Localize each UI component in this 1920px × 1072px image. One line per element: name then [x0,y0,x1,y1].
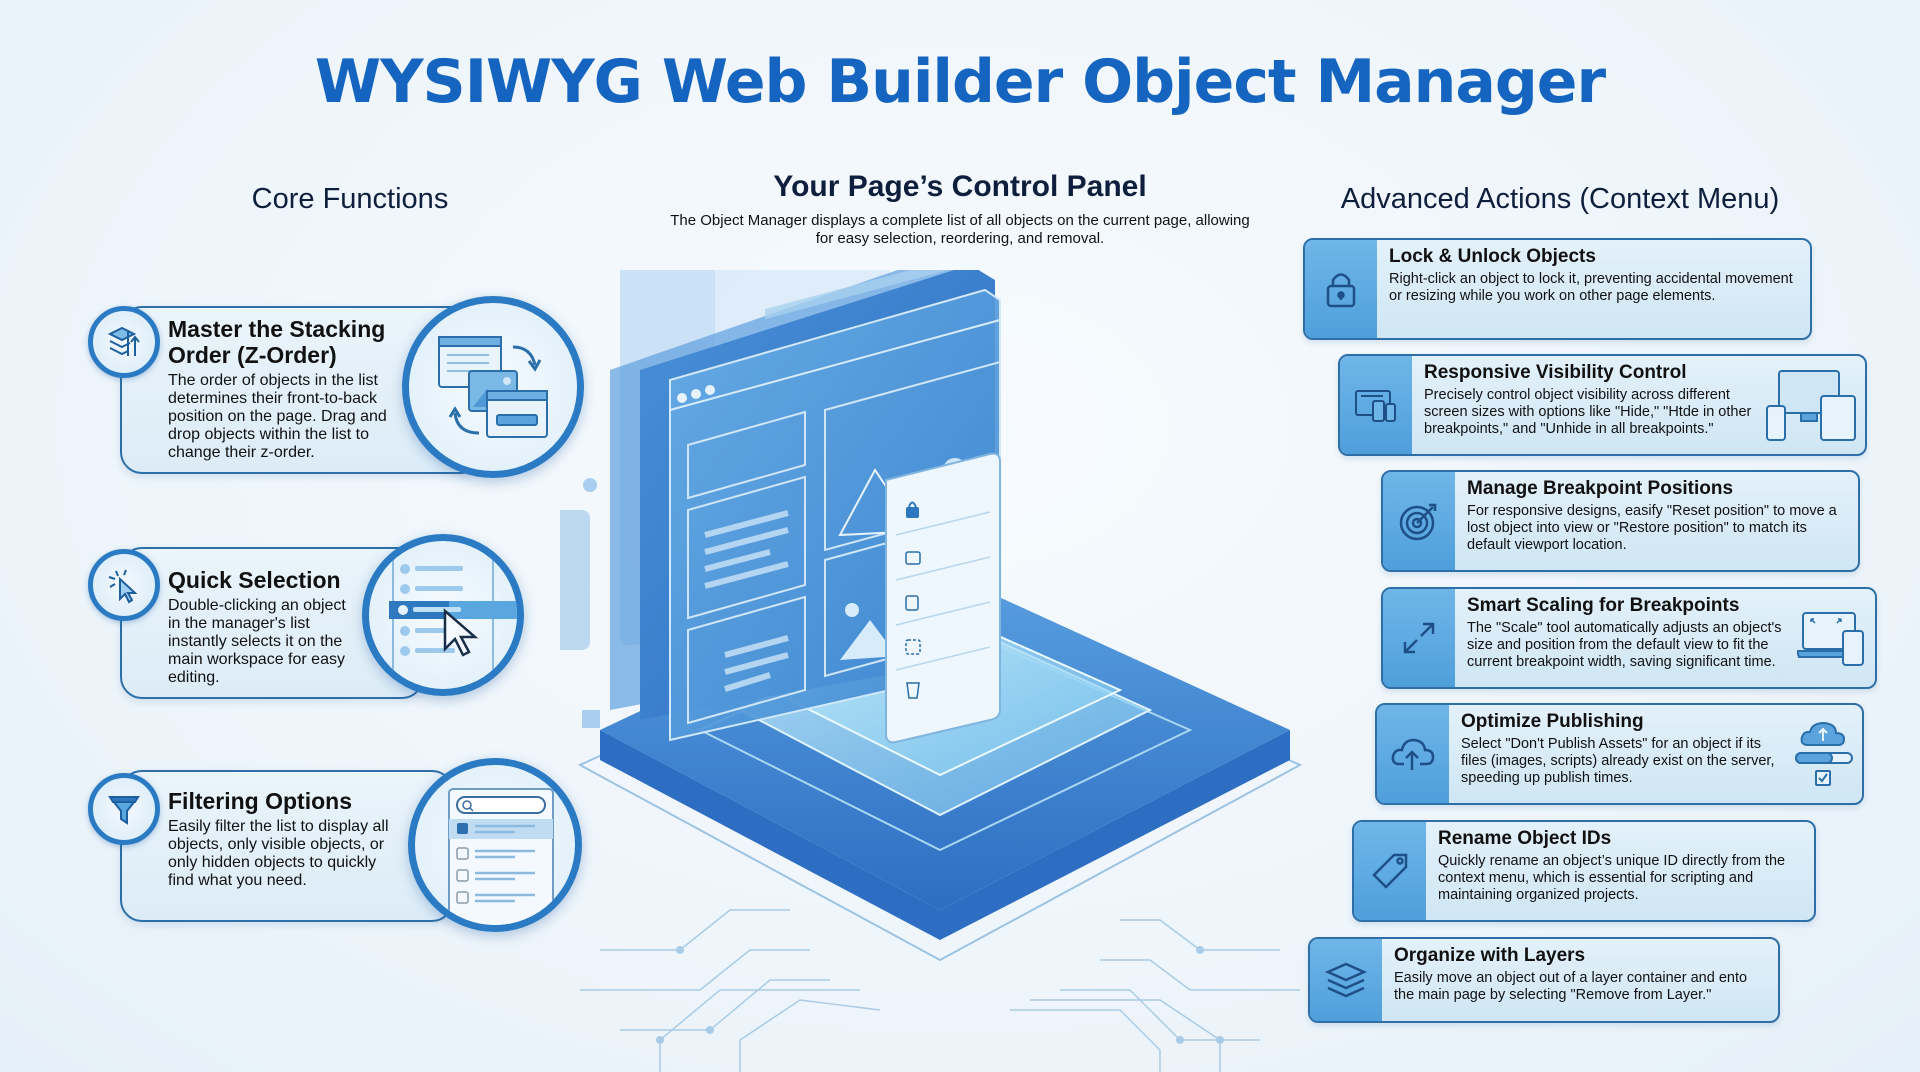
layers-reorder-icon [88,306,160,378]
context-menu-illustration [885,452,1001,744]
core-functions-heading: Core Functions [251,183,449,215]
card-title: Optimize Publishing [1461,711,1644,732]
expand-arrows-icon [1383,589,1455,687]
card-description: Easily move an object out of a layer con… [1394,970,1748,1003]
card-description: The "Scale" tool automatically adjusts a… [1467,620,1782,670]
card-description: Double-clicking an object in the manager… [168,597,346,686]
card-title: Master the Stacking Order (Z-Order) [168,316,386,368]
target-icon [1383,472,1455,570]
advanced-actions-heading: Advanced Actions (Context Menu) [1340,183,1780,215]
card-title: Responsive Visibility Control [1424,362,1687,383]
control-panel-description: The Object Manager displays a complete l… [670,212,1250,247]
action-card-lock: Lock & Unlock Objects Right-click an obj… [1303,238,1812,340]
card-description: For responsive designs, easify "Reset po… [1467,503,1837,553]
cloud-upload-icon [1377,705,1449,803]
tag-icon [1354,822,1426,920]
card-title: Quick Selection [168,567,341,593]
funnel-icon [88,773,160,845]
card-title: Lock & Unlock Objects [1389,246,1596,267]
filter-list-illustration [408,758,582,932]
card-title: Manage Breakpoint Positions [1467,478,1734,499]
action-card-rename-ids: Rename Object IDs Quickly rename an obje… [1352,820,1816,922]
control-panel-heading: Your Page’s Control Panel [773,170,1147,203]
action-card-optimize-publishing: Optimize Publishing Select "Don't Publis… [1375,703,1864,805]
card-description: Precisely control object visibility acro… [1424,387,1752,437]
card-title: Rename Object IDs [1438,828,1612,849]
page-title: WYSIWYG Web Builder Object Manager [314,47,1606,117]
circuit-lines [580,909,1300,1072]
card-description: Right-click an object to lock it, preven… [1389,271,1793,304]
publish-progress-icon [1795,721,1853,786]
card-description: Select "Don't Publish Assets" for an obj… [1461,736,1775,786]
card-description: Easily filter the list to display all ob… [168,818,389,889]
lock-icon [1305,240,1377,338]
card-title: Filtering Options [168,788,352,814]
multi-device-icon [1766,370,1856,441]
action-card-smart-scaling: Smart Scaling for Breakpoints The "Scale… [1381,587,1877,689]
layers-icon [1310,939,1382,1021]
quick-selection-illustration [362,534,524,696]
laptop-scale-icon [1797,612,1864,666]
action-card-layers: Organize with Layers Easily move an obje… [1308,937,1780,1023]
card-title: Smart Scaling for Breakpoints [1467,595,1740,616]
devices-icon [1340,356,1412,454]
cursor-click-icon [88,549,160,621]
card-description: The order of objects in the list determi… [168,372,387,461]
card-description: Quickly rename an object’s unique ID dir… [1438,853,1786,903]
core-card-filtering: Filtering Options Easily filter the list… [120,770,454,922]
action-card-breakpoint-positions: Manage Breakpoint Positions For responsi… [1381,470,1860,572]
z-order-illustration [402,296,584,478]
object-manager-illustration [560,270,1303,1072]
floating-panel [560,510,590,650]
card-title: Organize with Layers [1394,945,1586,966]
action-card-responsive-visibility: Responsive Visibility Control Precisely … [1338,354,1867,456]
